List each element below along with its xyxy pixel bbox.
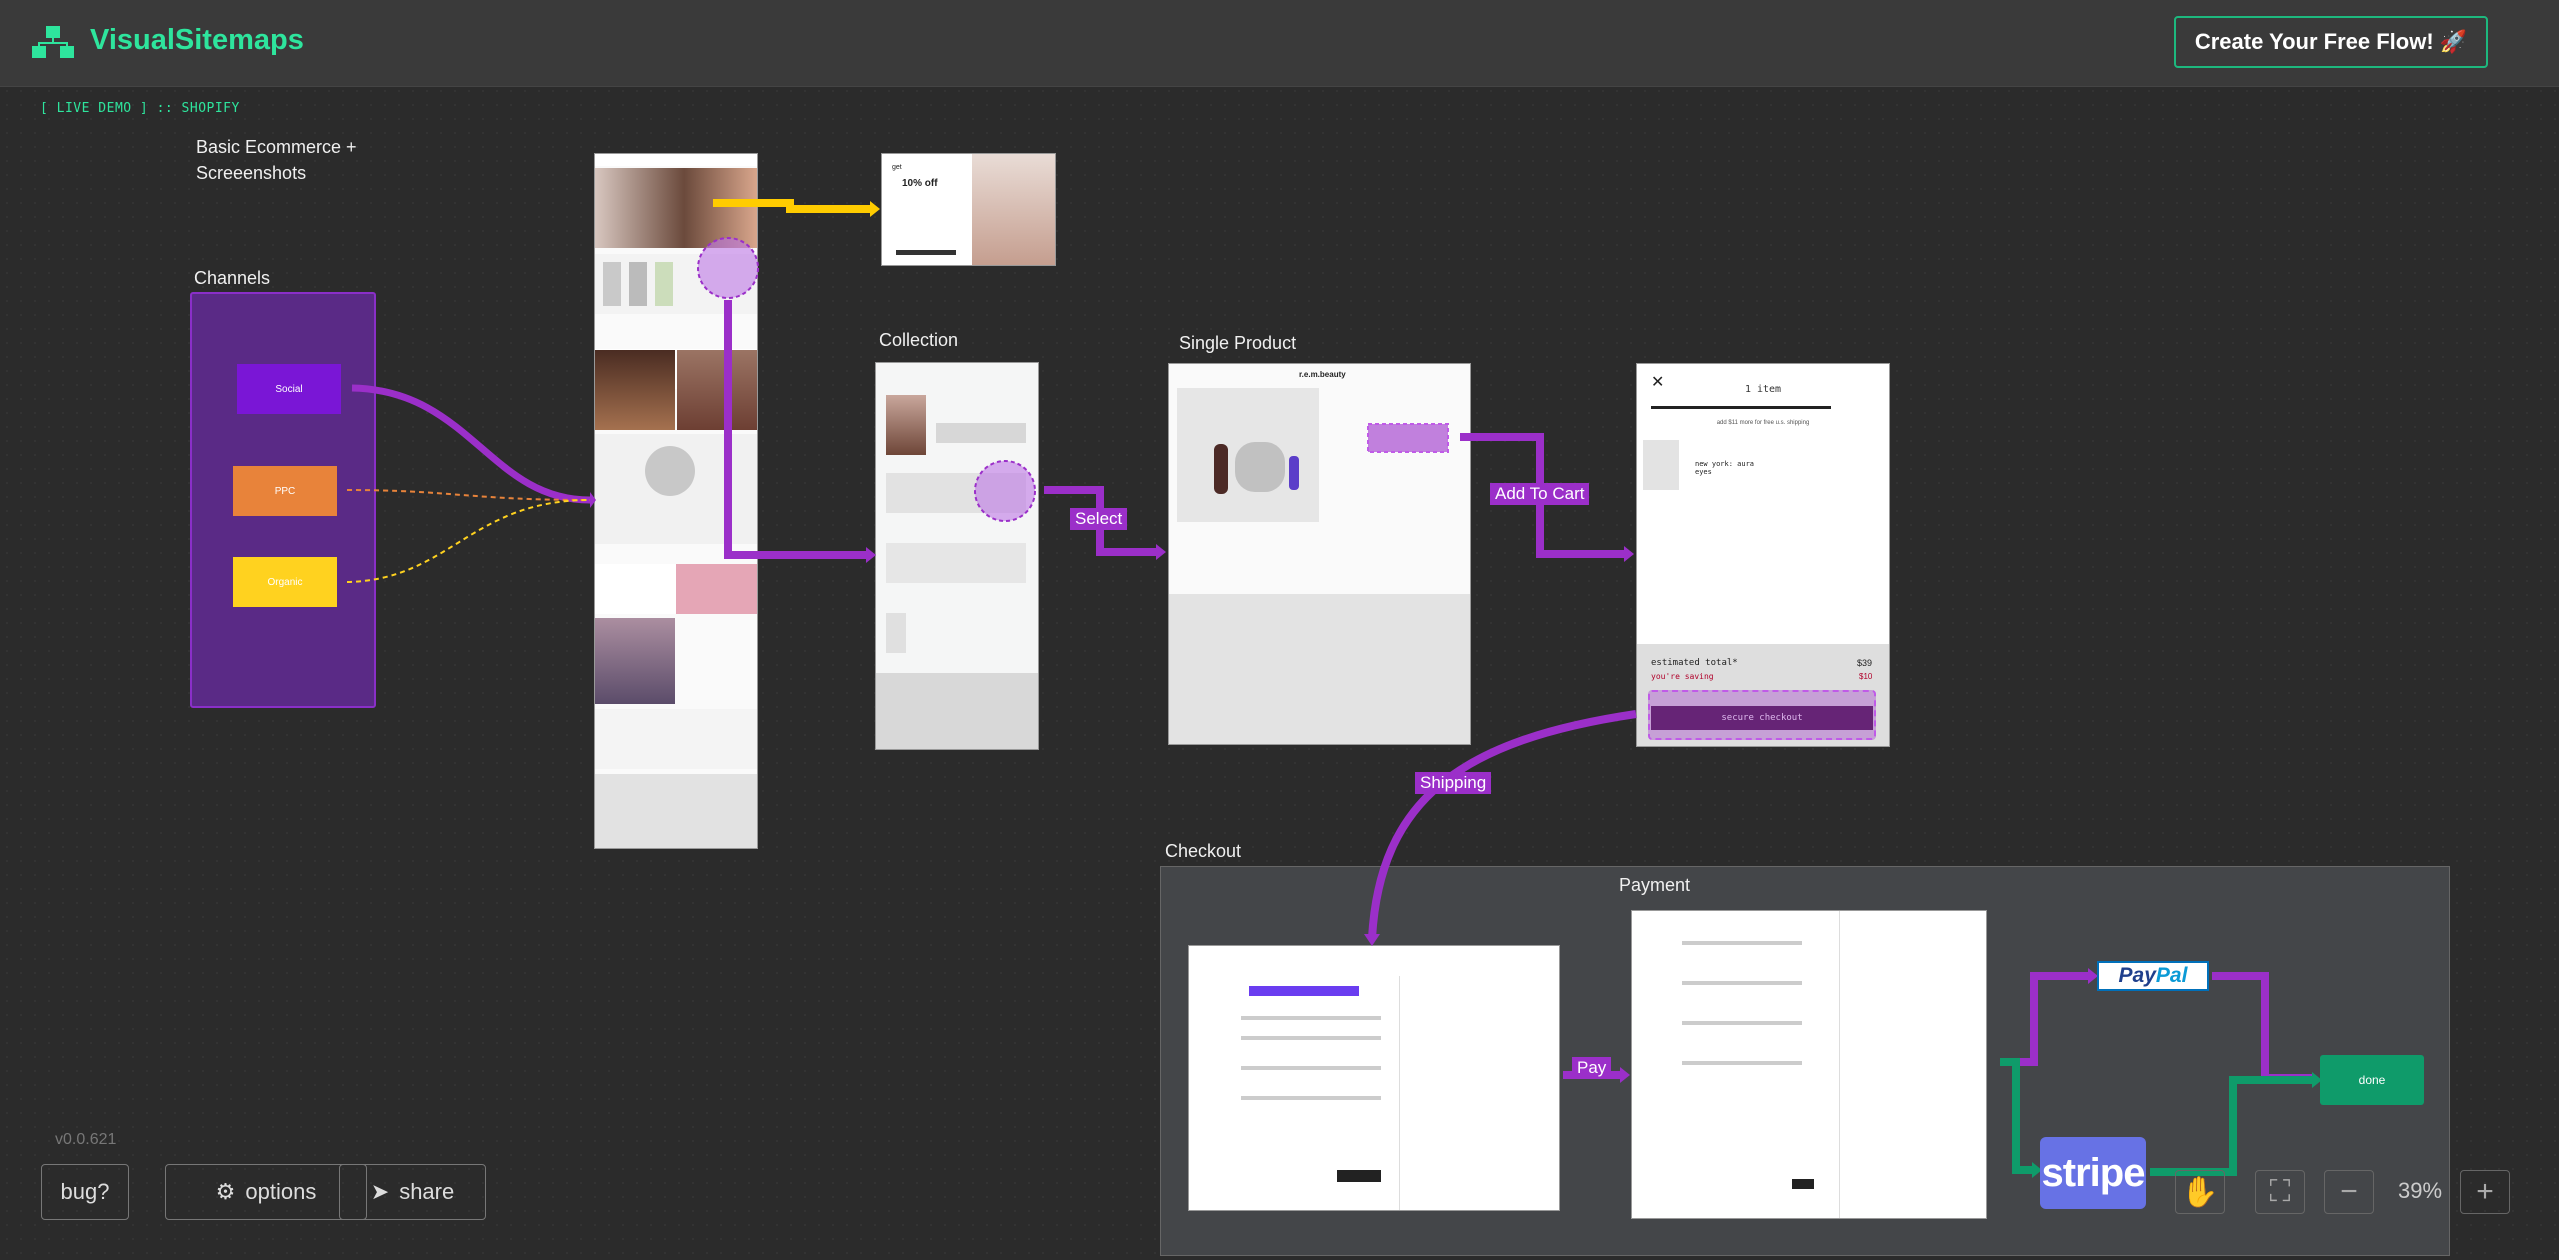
- bug-button[interactable]: bug?: [41, 1164, 129, 1220]
- collection-label: Collection: [879, 330, 959, 350]
- estimated-total-label: estimated total*: [1651, 658, 1738, 668]
- channel-organic[interactable]: Organic: [233, 557, 337, 607]
- version-label: v0.0.621: [55, 1131, 117, 1148]
- edge-label-add-to-cart[interactable]: Add To Cart: [1490, 483, 1590, 505]
- cart-product-name: new york: aura eyes: [1695, 460, 1755, 476]
- zoom-out-button[interactable]: −: [2324, 1170, 2374, 1214]
- cart-screenshot[interactable]: ✕ 1 item add $11 more for free u.s. ship…: [1636, 363, 1890, 747]
- paypal-logo-a: Pay: [2118, 964, 2156, 987]
- collection-screenshot[interactable]: [875, 362, 1039, 750]
- channels-label: Channels: [194, 268, 271, 288]
- edge-label-pay[interactable]: Pay: [1572, 1057, 1612, 1079]
- brand-mark: r.e.m.beauty: [1299, 370, 1346, 379]
- share-button[interactable]: ➤ share: [339, 1164, 486, 1220]
- channel-social[interactable]: Social: [237, 364, 341, 414]
- edge-label-shipping[interactable]: Shipping: [1415, 772, 1492, 794]
- canvas-title: Basic Ecommerce + Screeenshots: [196, 137, 357, 183]
- popup-screenshot[interactable]: get 10% off: [881, 153, 1056, 266]
- cart-item-count: 1 item: [1744, 384, 1782, 395]
- zoom-in-button[interactable]: +: [2460, 1170, 2510, 1214]
- payment-label: Payment: [1619, 875, 1691, 895]
- saving-label: you're saving: [1651, 672, 1714, 681]
- estimated-total-value: $39: [1857, 658, 1873, 668]
- top-bar: VisualSitemaps Create Your Free Flow! 🚀: [0, 0, 2559, 87]
- saving-value: $10: [1859, 672, 1873, 681]
- demo-tag: [ LIVE DEMO ] :: SHOPIFY: [40, 101, 240, 116]
- done-node[interactable]: done: [2320, 1055, 2424, 1105]
- fullscreen-icon[interactable]: ⛶: [2255, 1170, 2305, 1214]
- options-button[interactable]: ⚙ options: [165, 1164, 367, 1220]
- payment-screenshot[interactable]: [1631, 910, 1987, 1219]
- secure-checkout-button[interactable]: secure checkout: [1651, 706, 1873, 730]
- checkout-label: Checkout: [1165, 841, 1242, 861]
- shipping-screenshot[interactable]: [1188, 945, 1560, 1211]
- close-icon[interactable]: ✕: [1651, 374, 1665, 391]
- send-icon: ➤: [370, 1179, 390, 1204]
- paypal-logo-b: Pal: [2155, 964, 2188, 987]
- bug-button-label: bug?: [60, 1179, 110, 1204]
- channel-ppc[interactable]: PPC: [233, 466, 337, 516]
- sitemap-logo-icon: [32, 26, 74, 58]
- zoom-level: 39%: [2398, 1178, 2443, 1203]
- hand-tool-icon[interactable]: ✋: [2175, 1170, 2225, 1214]
- create-flow-button[interactable]: Create Your Free Flow! 🚀: [2174, 16, 2488, 68]
- popup-headline: 10% off: [902, 178, 938, 189]
- edge-label-select[interactable]: Select: [1070, 508, 1128, 530]
- options-button-label: options: [245, 1179, 317, 1204]
- share-button-label: share: [399, 1179, 455, 1204]
- stripe-node[interactable]: stripe: [2040, 1137, 2146, 1209]
- popup-sub: get: [892, 164, 902, 171]
- checkout-hotspot[interactable]: [1648, 690, 1876, 740]
- single-product-label: Single Product: [1179, 333, 1297, 353]
- app-logo-text[interactable]: VisualSitemaps: [90, 24, 304, 56]
- shipping-note: add $11 more for free u.s. shipping: [1716, 420, 1810, 426]
- gear-icon: ⚙: [215, 1179, 236, 1204]
